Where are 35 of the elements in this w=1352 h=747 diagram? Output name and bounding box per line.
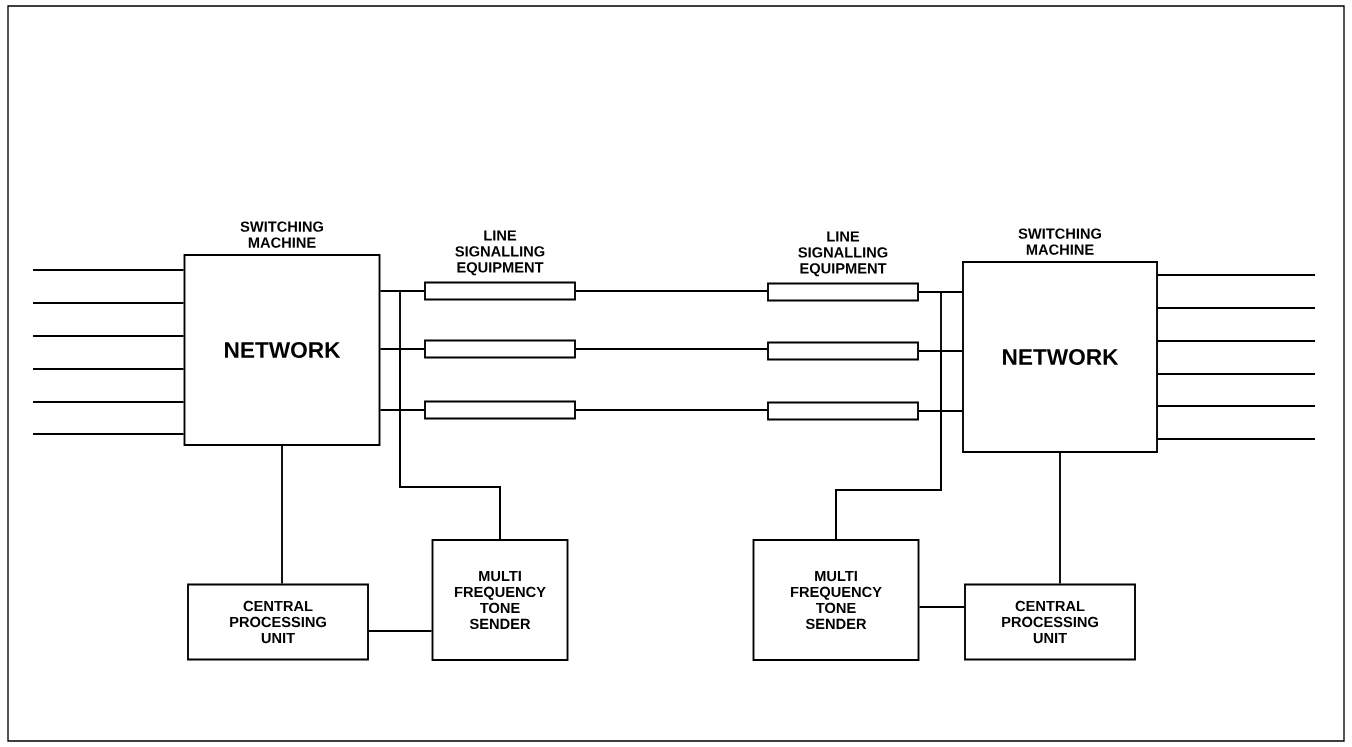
heading-text: SWITCHING MACHINE: [1018, 228, 1101, 255]
line: [1157, 307, 1316, 309]
network-box: NETWORK: [183, 254, 381, 446]
signalling-equipment-box: [767, 401, 919, 421]
line: [32, 335, 185, 337]
line: [32, 302, 185, 304]
tone-sender-box: MULTI FREQUENCY TONE SENDER: [431, 539, 569, 661]
line: [32, 433, 185, 435]
connector-line: [1059, 452, 1061, 585]
signalling-equipment-box: [424, 400, 576, 420]
line: [1157, 373, 1316, 375]
line: [1157, 274, 1316, 276]
heading-text: LINE SIGNALLING EQUIPMENT: [455, 230, 545, 276]
processing-unit-box: CENTRAL PROCESSING UNIT: [187, 583, 369, 661]
connector-line: [918, 606, 965, 608]
connector-line: [575, 409, 768, 411]
line: [32, 401, 185, 403]
heading-text: LINE SIGNALLING EQUIPMENT: [798, 231, 888, 277]
heading-text: SWITCHING MACHINE: [240, 221, 323, 248]
tone-sender-box: MULTI FREQUENCY TONE SENDER: [752, 539, 920, 661]
processing-unit-box: CENTRAL PROCESSING UNIT: [964, 583, 1136, 661]
line: [32, 368, 185, 370]
line: [1157, 340, 1316, 342]
line: [1157, 438, 1316, 440]
connector-line: [368, 630, 433, 632]
connector-line: [835, 410, 942, 540]
connector-line: [575, 348, 768, 350]
line: [1157, 405, 1316, 407]
signalling-equipment-box: [424, 339, 576, 359]
line: [32, 269, 185, 271]
connector-line: [281, 445, 283, 585]
connector-line: [399, 409, 501, 540]
connector-line: [575, 290, 768, 292]
network-box: NETWORK: [962, 261, 1158, 453]
signalling-equipment-box: [767, 341, 919, 361]
